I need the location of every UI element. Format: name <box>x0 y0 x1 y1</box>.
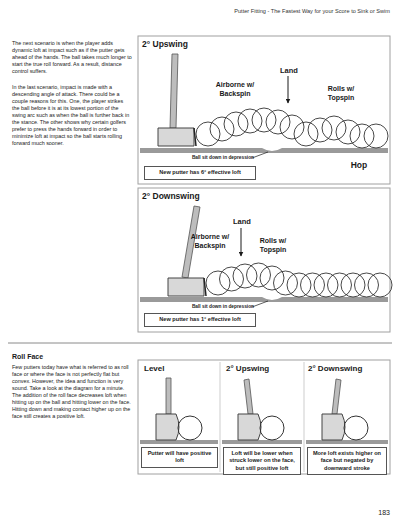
ball <box>220 267 244 291</box>
diagram-label: Ball sit down in depression <box>190 155 254 161</box>
putter-head <box>158 128 194 146</box>
ball-path <box>206 263 392 297</box>
page-header: Putter Fitting - The Fastest Way for you… <box>180 8 390 15</box>
diagram-label: Rolls w/ Topspin <box>316 84 366 102</box>
body-text: Few putters today have what is referred … <box>12 364 132 420</box>
caption-text: New putter has 6° effective loft <box>148 169 252 176</box>
ball <box>266 110 290 134</box>
leader-line <box>252 152 268 158</box>
caption-text: New putter has 1° effective loft <box>148 316 252 323</box>
diagram-label: Hop <box>344 160 374 171</box>
ball <box>350 124 374 148</box>
ball <box>224 112 248 136</box>
diagram-label: Airborne w/ Backspin <box>210 80 260 98</box>
caption-text: More loft exists higher on face but nega… <box>311 450 383 472</box>
putter-face <box>194 128 196 146</box>
caption-box: New putter has 6° effective loft <box>144 166 256 180</box>
roll-face-panel <box>140 378 218 444</box>
ball <box>206 271 230 295</box>
panel-heading: 2° Downswing <box>142 191 242 202</box>
caption-text: Loft will be lower when struck lower on … <box>227 450 297 472</box>
ground <box>140 148 388 153</box>
diagram-label: Airborne w/ Backspin <box>186 232 234 250</box>
ball <box>210 117 234 141</box>
diagram-label: Rolls w/ Topspin <box>248 236 298 254</box>
panel-divider <box>220 362 221 472</box>
ball <box>287 273 311 297</box>
body-text: In the last scenario, impact is made wit… <box>12 84 132 147</box>
putter-head <box>168 278 204 296</box>
ball <box>260 266 284 290</box>
ball <box>314 273 338 297</box>
caption-text: Putter will have positive loft <box>145 450 214 465</box>
caption-box: More loft exists higher on face but nega… <box>307 447 387 475</box>
putter-face <box>204 278 206 296</box>
ball <box>233 264 257 288</box>
roll-face-panel <box>222 379 302 444</box>
roll-face-panel <box>306 379 388 444</box>
panel-heading: 2° Upswing <box>226 364 300 374</box>
ball <box>301 273 325 297</box>
putter-shaft <box>182 206 200 278</box>
ground <box>140 297 388 302</box>
ball <box>355 273 379 297</box>
section-rule <box>8 343 392 344</box>
ball <box>322 116 346 140</box>
ball <box>336 120 360 144</box>
diagram-label: Land <box>276 66 302 76</box>
ball <box>280 115 304 139</box>
leader-line <box>252 301 268 307</box>
section-heading: Roll Face <box>12 352 132 361</box>
caption-box: Putter will have positive loft <box>141 447 218 468</box>
body-text: The next scenario is when the player add… <box>12 40 132 75</box>
ball <box>341 273 365 297</box>
panel-heading: 2° Downswing <box>308 364 388 374</box>
leader-arrow <box>288 76 289 103</box>
diagram-label: Land <box>229 217 255 227</box>
ball <box>247 263 271 287</box>
ball <box>294 122 318 146</box>
panel-heading: Level <box>144 364 216 374</box>
diagram-frame <box>138 360 390 474</box>
panel-divider <box>304 362 305 472</box>
ball <box>196 122 220 146</box>
diagram-label: Ball sit down in depression <box>190 304 254 310</box>
caption-box: Loft will be lower when struck lower on … <box>223 447 301 475</box>
ball <box>328 273 352 297</box>
diagram-frame <box>138 36 390 184</box>
putter-shaft <box>170 54 178 128</box>
diagram-frame <box>138 188 390 332</box>
leader-arrow <box>241 228 242 256</box>
ball <box>364 124 388 148</box>
panel-heading: 2° Upswing <box>142 39 232 50</box>
ball <box>238 109 262 133</box>
page-number: 183 <box>360 508 390 517</box>
ball-path <box>196 108 388 148</box>
caption-box: New putter has 1° effective loft <box>144 313 256 327</box>
ball <box>368 273 392 297</box>
